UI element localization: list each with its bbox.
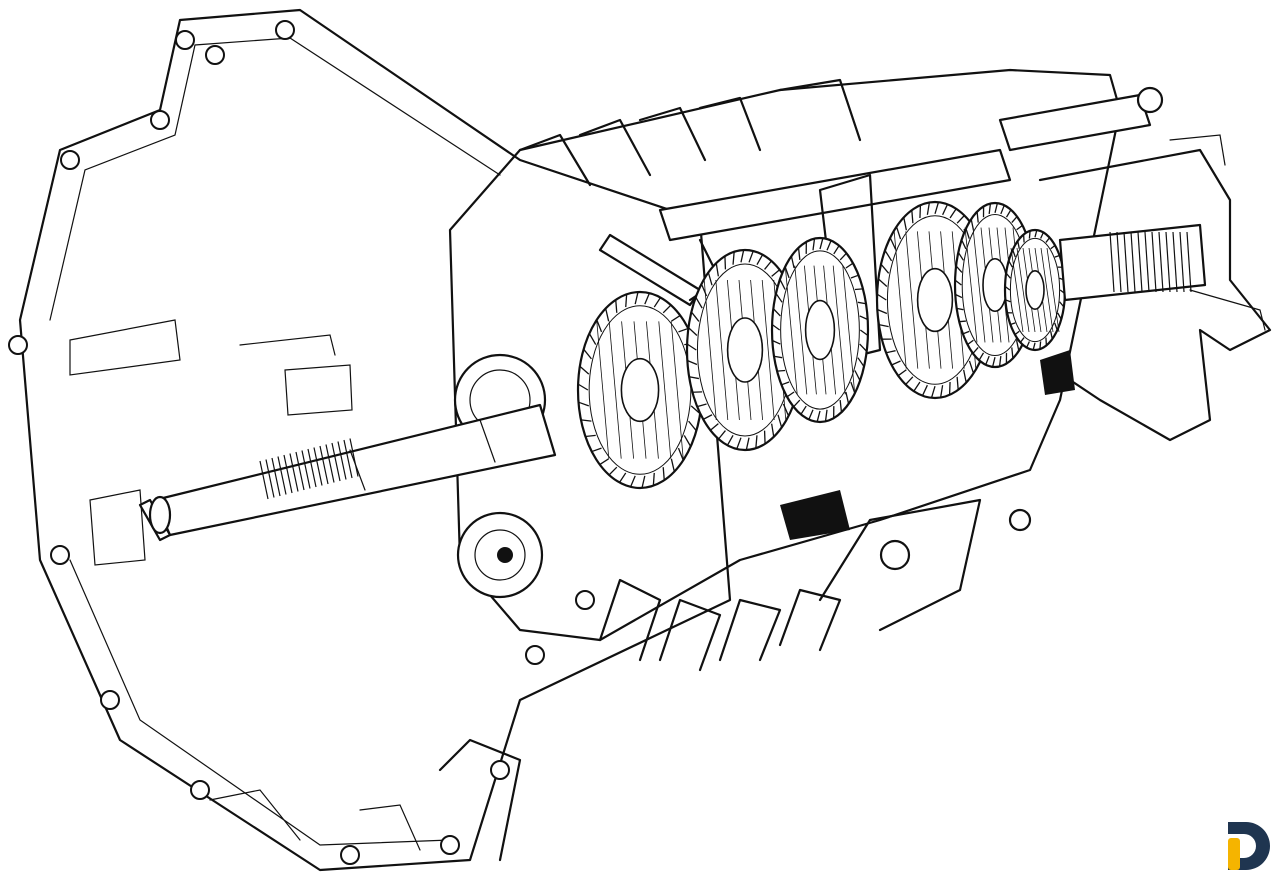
bolt-hole [525,645,545,665]
output-shaft [1058,223,1207,302]
gearbox-case [448,68,1272,672]
bolt-hole [100,690,120,710]
bolt-hole [190,780,210,800]
spline-ridge [331,442,341,482]
spline-ridge [1130,231,1136,293]
bolt-hole [175,30,195,50]
spline-ridge [301,450,311,489]
spline-ridge [313,447,323,486]
spline-ridge [349,438,359,477]
spline-ridge [271,457,281,497]
output-shaft-spline [1109,231,1192,293]
bolt-hole [50,545,70,565]
spline-ridge [289,453,299,492]
bolt-hole [8,335,28,355]
input-shaft [138,403,557,542]
bolt-hole [60,150,80,170]
d-letter-logo-icon [1228,822,1270,870]
spline-ridge [1123,231,1129,293]
bolt-hole [150,110,170,130]
spline-ridge [1186,231,1192,293]
bolt-hole [205,45,225,65]
spline-ridge [1165,231,1171,293]
spline-ridge [1109,231,1115,293]
spline-ridge [307,448,317,488]
spline-ridge [1151,231,1157,293]
gear-3 [770,236,870,424]
bolt-hole [340,845,360,865]
spline-ridge [343,439,353,479]
spline-ridge [319,445,329,485]
spline-ridge [1179,231,1185,293]
spline-ridge [1172,231,1178,293]
spline-ridge [1158,231,1164,293]
input-shaft-spline [259,438,359,500]
spline-ridge [325,444,335,483]
spline-ridge [337,441,347,480]
bolt-hole [275,20,295,40]
gear-stack [576,200,1067,490]
gear-1 [576,290,704,490]
spline-ridge [283,454,293,494]
bolt-hole [575,590,595,610]
bolt-hole [440,835,460,855]
spline-ridge [295,451,305,491]
gear-6 [1003,228,1067,352]
spline-ridge [265,459,275,498]
bolt-hole [490,760,510,780]
spline-ridge [259,460,269,500]
spline-ridge [277,456,287,495]
spline-ridge [1144,231,1150,293]
spline-ridge [1116,231,1122,293]
flange-bolt-holes [8,20,595,865]
spline-ridge [1137,231,1143,293]
